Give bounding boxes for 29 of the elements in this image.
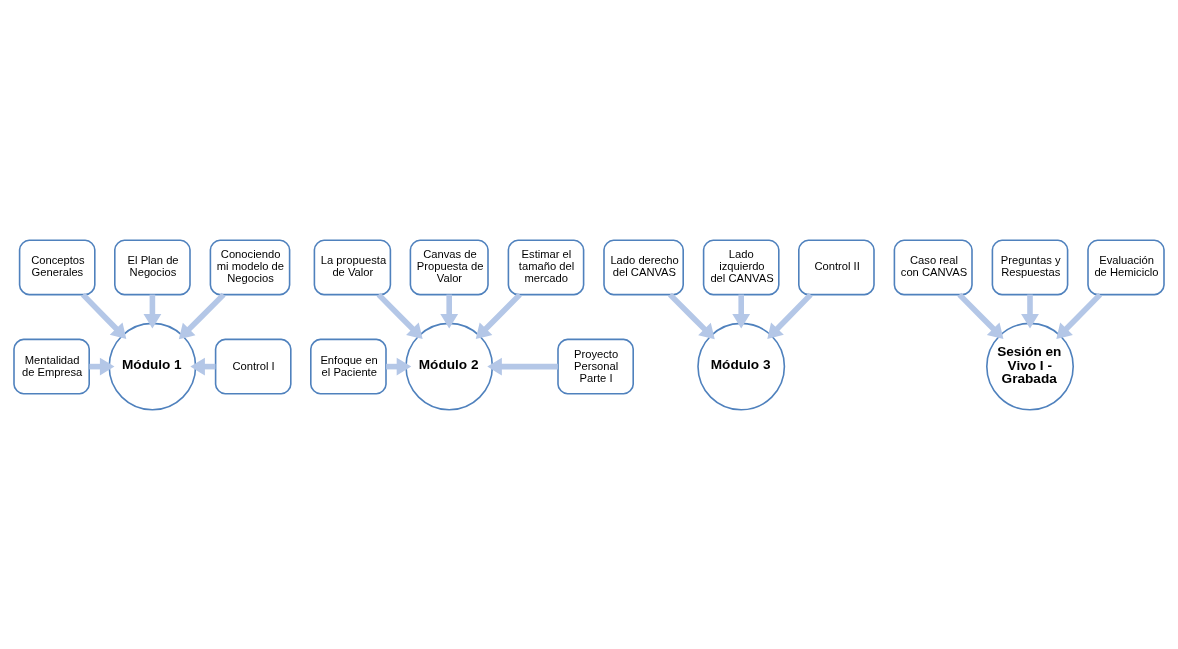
arrow (178, 292, 226, 339)
arrow (732, 294, 751, 329)
arrow (143, 294, 162, 329)
arrow (767, 292, 813, 339)
node-box: Preguntas y Respuestas (991, 238, 1069, 295)
arrow (1056, 292, 1102, 339)
node-box: Lado izquierdo del CANVAS (702, 238, 780, 295)
node-box: Conceptos Generales (18, 238, 96, 295)
node-box: Conociendo mi modelo de Negocios (209, 238, 291, 295)
arrow (80, 292, 127, 339)
node-box: La propuesta de Valor (313, 238, 392, 295)
node-box: Enfoque en el Paciente (310, 338, 387, 395)
node-box: Control II (798, 238, 875, 295)
node-box: Estimar el tamaño del mercado (507, 238, 585, 295)
node-box: Caso real con CANVAS (893, 238, 973, 295)
arrow (487, 357, 558, 375)
node-box: Control I (214, 338, 292, 395)
node-box: El Plan de Negocios (114, 238, 191, 295)
node-box: Lado derecho del CANVAS (603, 238, 684, 295)
node-box: Canvas de Propuesta de Valor (409, 238, 489, 295)
arrow (475, 292, 522, 339)
arrow (440, 294, 459, 329)
arrow (1021, 294, 1039, 329)
arrow (668, 292, 715, 339)
arrow (376, 292, 423, 339)
node-box: Proyecto Personal Parte I (557, 338, 634, 395)
arrow (957, 292, 1004, 339)
node-box: Evaluación de Hemiciclo (1087, 238, 1165, 295)
node-box: Mentalidad de Empresa (13, 338, 90, 395)
